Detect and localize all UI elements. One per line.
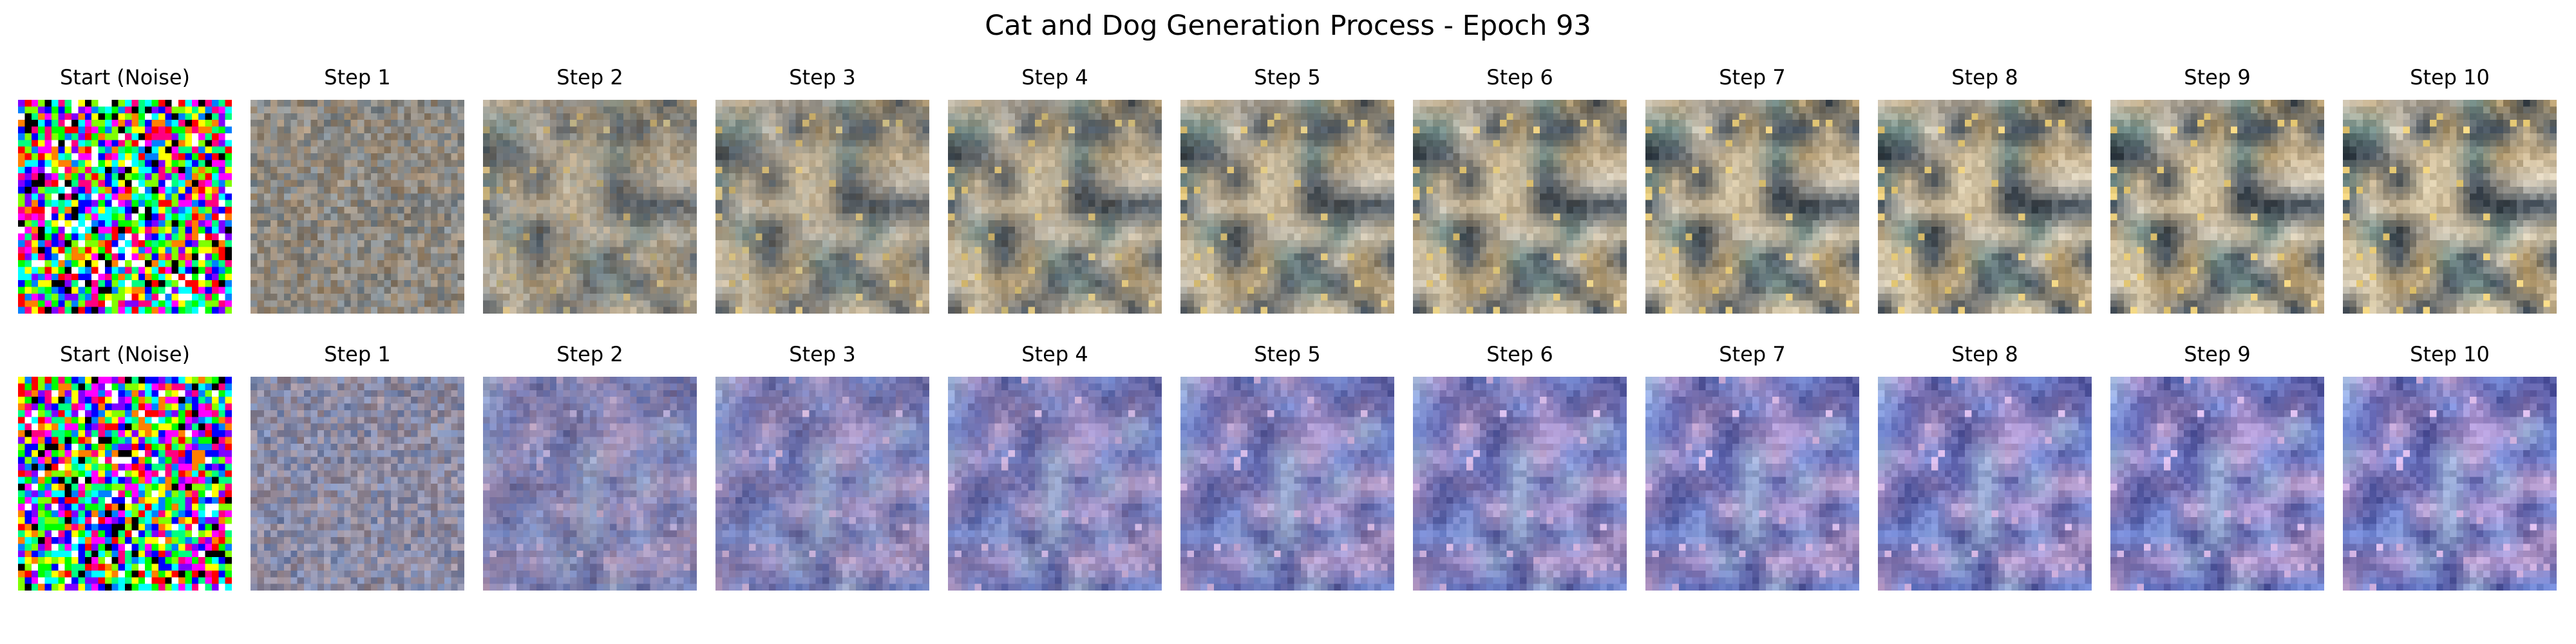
- panel-title: Start (Noise): [59, 342, 191, 366]
- panel-start-noise: Start (Noise): [18, 341, 232, 591]
- panel-step-7: Step 7: [1645, 341, 1859, 591]
- panel-title: Step 6: [1486, 342, 1553, 366]
- panel-title: Step 6: [1486, 65, 1553, 90]
- generated-image: [483, 377, 697, 591]
- panel-step-6: Step 6: [1413, 64, 1627, 314]
- panel-step-10: Step 10: [2343, 64, 2557, 314]
- generated-image: [1180, 377, 1394, 591]
- panel-title: Step 4: [1021, 342, 1088, 366]
- noise-image: [18, 100, 232, 314]
- generated-image: [1878, 377, 2092, 591]
- panel-step-1: Step 1: [251, 64, 464, 314]
- panel-title: Step 8: [1951, 65, 2018, 90]
- panel-step-6: Step 6: [1413, 341, 1627, 591]
- panel-step-9: Step 9: [2110, 64, 2324, 314]
- generated-image: [1413, 377, 1627, 591]
- panel-title: Step 10: [2410, 342, 2490, 366]
- panel-title: Step 9: [2184, 65, 2251, 90]
- row-dog: Start (Noise) Step 1 Step 2 Step 3 Step …: [0, 341, 2576, 591]
- figure-title: Cat and Dog Generation Process - Epoch 9…: [985, 10, 1591, 42]
- panel-title: Start (Noise): [59, 65, 191, 90]
- generated-image: [483, 100, 697, 314]
- panel-title: Step 7: [1719, 65, 1786, 90]
- panel-title: Step 5: [1254, 65, 1321, 90]
- panel-title: Step 8: [1951, 342, 2018, 366]
- panel-step-5: Step 5: [1180, 64, 1394, 314]
- panel-step-2: Step 2: [483, 64, 697, 314]
- generated-image: [1180, 100, 1394, 314]
- panel-step-8: Step 8: [1878, 64, 2092, 314]
- panel-step-1: Step 1: [251, 341, 464, 591]
- panel-title: Step 1: [324, 65, 391, 90]
- generated-image: [1645, 100, 1859, 314]
- panel-step-8: Step 8: [1878, 341, 2092, 591]
- panel-step-2: Step 2: [483, 341, 697, 591]
- panel-title: Step 2: [556, 65, 623, 90]
- generated-image: [948, 100, 1162, 314]
- generated-image: [2110, 377, 2324, 591]
- panel-step-10: Step 10: [2343, 341, 2557, 591]
- panel-start-noise: Start (Noise): [18, 64, 232, 314]
- panel-step-3: Step 3: [715, 64, 929, 314]
- generated-image: [715, 100, 929, 314]
- row-cat: Start (Noise) Step 1 Step 2 Step 3 Step …: [0, 64, 2576, 314]
- panel-step-9: Step 9: [2110, 341, 2324, 591]
- generated-image: [2343, 377, 2557, 591]
- panel-title: Step 7: [1719, 342, 1786, 366]
- panel-title: Step 3: [789, 342, 856, 366]
- panel-title: Step 2: [556, 342, 623, 366]
- panel-step-4: Step 4: [948, 341, 1162, 591]
- generated-image: [948, 377, 1162, 591]
- panel-title: Step 10: [2410, 65, 2490, 90]
- generated-image: [1413, 100, 1627, 314]
- panel-title: Step 4: [1021, 65, 1088, 90]
- generated-image: [2110, 100, 2324, 314]
- panel-step-3: Step 3: [715, 341, 929, 591]
- generated-image: [1878, 100, 2092, 314]
- panel-step-4: Step 4: [948, 64, 1162, 314]
- generated-image: [715, 377, 929, 591]
- panel-step-5: Step 5: [1180, 341, 1394, 591]
- generated-image: [251, 377, 464, 591]
- panel-title: Step 1: [324, 342, 391, 366]
- noise-image: [18, 377, 232, 591]
- panel-title: Step 3: [789, 65, 856, 90]
- generated-image: [251, 100, 464, 314]
- generated-image: [1645, 377, 1859, 591]
- generated-image: [2343, 100, 2557, 314]
- panel-step-7: Step 7: [1645, 64, 1859, 314]
- panel-title: Step 5: [1254, 342, 1321, 366]
- panel-title: Step 9: [2184, 342, 2251, 366]
